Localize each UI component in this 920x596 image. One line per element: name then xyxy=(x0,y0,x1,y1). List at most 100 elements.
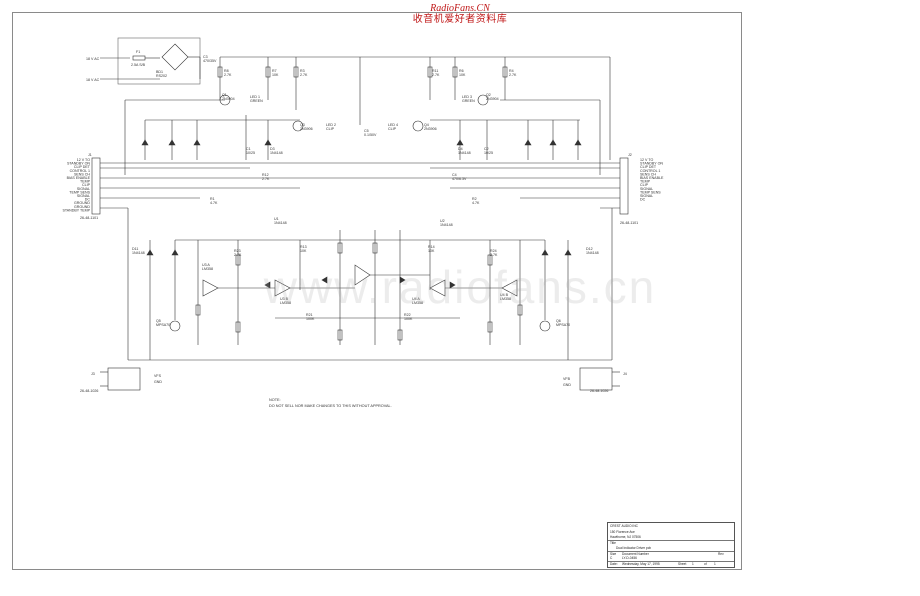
component-ref-label: R12 xyxy=(262,173,269,177)
component-ref-label: U3 A xyxy=(202,263,210,267)
title-size-label: Size xyxy=(610,552,617,556)
opamp-u3a xyxy=(202,279,219,297)
connector-j3-gnd: GND xyxy=(154,380,162,384)
title-sheet: 1 xyxy=(692,562,694,566)
component-ref-label: C5 xyxy=(364,129,369,133)
title-block: CREST AUDIO INC 150 Florence Ave Hawthor… xyxy=(607,522,735,568)
connector-j3-ref: J3 xyxy=(91,372,95,376)
component-ref-label: R23 xyxy=(234,249,241,253)
connector-j1-pin-label: CLIP DET xyxy=(74,165,91,169)
bridge-ref: BD1 xyxy=(156,70,163,74)
component-ref-label: C4 xyxy=(452,173,457,177)
connector-j2-pin-label: BIAS ENABLE xyxy=(640,176,664,180)
component-value-label: 0.1/50V xyxy=(364,133,377,137)
connector-j2-pin-label: SIGNAL xyxy=(640,194,653,198)
component-ref-label: Q4 xyxy=(424,123,429,127)
connector-j1-pin-label: TEMP xyxy=(80,180,91,184)
connector-j1-pin-label: BIAS ENABLE xyxy=(67,176,91,180)
connector-j2-pin-label: TEMP xyxy=(640,180,651,184)
title-doc: LY-D-0456 xyxy=(622,556,637,560)
connector-j1-pin-label: CONTROL 1 xyxy=(70,169,90,173)
connector-j1-pin-label: GROUND xyxy=(74,205,90,209)
component-value-label: 10K xyxy=(428,249,435,253)
component-value-label: LM358 xyxy=(280,301,291,305)
component-value-label: 1N4148 xyxy=(586,251,599,255)
connector-j1-pin-label: STANDBY ON xyxy=(67,162,90,166)
title-date: Wednesday, May 17, 1995 xyxy=(622,562,660,566)
component-ref-label: U4 A xyxy=(412,297,420,301)
component-value-label: LM358 xyxy=(202,267,213,271)
component-value-label: LM358 xyxy=(412,301,423,305)
component-value-label: GREEN xyxy=(250,99,263,103)
connector-j4-gnd: GND xyxy=(563,383,571,387)
component-value-label: 10/25 xyxy=(484,151,493,155)
component-ref-label: R8 xyxy=(224,69,229,73)
connector-j1-pin-label: SIGNAL xyxy=(77,194,90,198)
component-value-label: 2.7K xyxy=(224,73,232,77)
component-ref-label: LED 1 xyxy=(250,95,260,99)
component-ref-label: U4 B xyxy=(500,293,509,297)
component-value-label: 2.7K xyxy=(234,253,242,257)
fuse-ref: F1 xyxy=(136,50,140,54)
component-ref-label: R6 xyxy=(459,69,464,73)
title-sheet-label: Sheet xyxy=(678,562,687,566)
connector-j3-body xyxy=(107,367,141,391)
connector-j1-pin-label: CLIP xyxy=(82,183,91,187)
connector-j1-pin-label: TEMP SENS xyxy=(69,190,90,194)
component-ref-label: R13 xyxy=(300,245,307,249)
brand-logo-text: RadioFans.CN xyxy=(430,3,490,14)
component-ref-label: R22 xyxy=(404,313,411,317)
component-ref-label: LED 3 xyxy=(462,95,472,99)
connector-j3-part: 26-48-1026 xyxy=(80,389,98,393)
fuse-value: 2.5A S/B xyxy=(131,63,146,67)
opamp-u4a xyxy=(501,279,518,297)
component-ref-label: R24 xyxy=(490,249,497,253)
component-ref-label: Q1 xyxy=(222,93,227,97)
note-label: NOTE: xyxy=(269,398,281,402)
schematic-sheet-border xyxy=(12,12,742,570)
component-value-label: MPSA70 xyxy=(556,323,570,327)
title-company: CREST AUDIO INC xyxy=(610,524,638,528)
title-doc-label: Document Number xyxy=(622,552,649,556)
title-label: Title xyxy=(610,541,616,545)
connector-j2-pin-label: TEMP SENS xyxy=(640,190,661,194)
power-input-label-1: 18 V AC xyxy=(86,57,100,61)
connector-j2-body xyxy=(619,157,629,215)
component-value-label: MPSA70 xyxy=(156,323,170,327)
component-ref-label: LED 2 xyxy=(326,123,336,127)
connector-j2-pin-label: DC xyxy=(640,198,646,202)
component-value-label: 2.7K xyxy=(300,73,308,77)
component-value-label: 10K xyxy=(459,73,466,77)
component-value-label: LM358 xyxy=(500,297,511,301)
component-value-label: 2N3906 xyxy=(300,127,313,131)
component-value-label: 2N3904 xyxy=(222,97,235,101)
component-ref-label: R11 xyxy=(432,69,438,73)
title-text: Dual Indicator Driver pcb xyxy=(616,546,652,550)
fuse-symbol xyxy=(132,55,146,61)
connector-j1-ref: J1 xyxy=(88,153,92,157)
bridge-part: RS202 xyxy=(156,74,167,78)
component-ref-label: U2 xyxy=(440,219,445,223)
connector-j4-part: 26-48-1026 xyxy=(590,389,608,393)
title-address: 150 Florence Ave xyxy=(610,530,635,534)
component-ref-label: Q6 xyxy=(556,319,561,323)
component-value-label: 100K xyxy=(404,317,413,321)
cap-value: 470/35V xyxy=(203,59,217,63)
component-value-label: 10/25 xyxy=(246,151,255,155)
component-ref-label: U1 xyxy=(274,217,279,221)
title-rev-label: Rev xyxy=(718,552,724,556)
note-text: DO NOT SELL NOR MAKE CHANGES TO THIS WIT… xyxy=(269,404,392,408)
component-value-label: 2N3906 xyxy=(424,127,437,131)
component-value-label: 100K xyxy=(306,317,315,321)
connector-j1-pin-label: STANDBY TEMP xyxy=(62,208,90,212)
component-value-label: 10K xyxy=(272,73,279,77)
connector-j1-body xyxy=(91,157,101,215)
component-ref-label: Q3 xyxy=(300,123,305,127)
connector-j4-ref: J4 xyxy=(623,372,627,376)
component-ref-label: C1 xyxy=(246,147,251,151)
connector-j1-pin-label: GROUND xyxy=(74,201,90,205)
component-ref-label: D11 xyxy=(132,247,138,251)
